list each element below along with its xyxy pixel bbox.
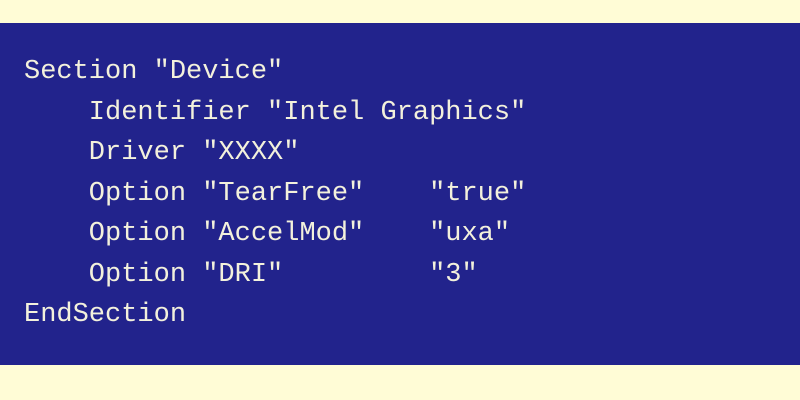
code-line: Identifier "Intel Graphics" (24, 97, 527, 128)
code-line: Option "DRI" "3" (24, 259, 478, 290)
code-line: EndSection (24, 300, 187, 330)
code-line: Option "TearFree" "true" (24, 178, 527, 209)
code-line: Option "AccelMod" "uxa" (24, 219, 511, 249)
code-line: Section "Device" (24, 57, 284, 87)
code-line: Driver "XXXX" (24, 138, 300, 168)
code-block: Section "Device" Identifier "Intel Graph… (0, 23, 800, 365)
